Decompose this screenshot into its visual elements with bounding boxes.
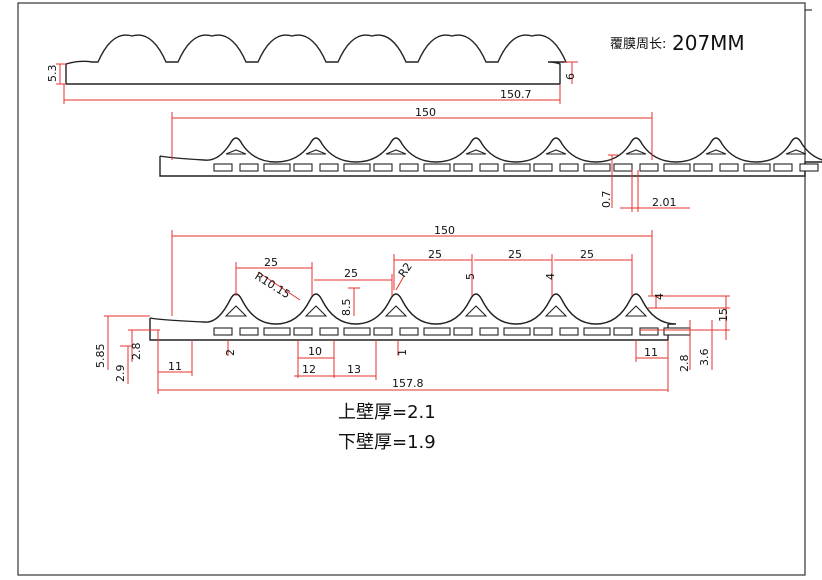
dim-mid-width: 150 bbox=[415, 106, 436, 119]
dim-top-left-height: 5.3 bbox=[46, 65, 59, 83]
dim-total-width: 157.8 bbox=[392, 377, 424, 390]
dim-pitch-2: 25 bbox=[344, 267, 358, 280]
dim-top-right-height: 6 bbox=[564, 73, 577, 80]
dim-pitch-5: 25 bbox=[580, 248, 594, 261]
dim-center-height: 8.5 bbox=[340, 299, 353, 317]
dim-right-15: 15 bbox=[717, 308, 730, 322]
dim-right-3-6: 3.6 bbox=[698, 349, 711, 367]
dim-left-2-9: 2.9 bbox=[114, 365, 127, 383]
dim-right-2-8: 2.8 bbox=[678, 355, 691, 373]
dim-mid-gap-height: 0.7 bbox=[600, 191, 613, 209]
dim-radius-large: R10.15 bbox=[252, 270, 292, 302]
dim-pitch-4: 25 bbox=[508, 248, 522, 261]
dim-mid-gap-width: 2.01 bbox=[652, 196, 677, 209]
dim-bot-width: 150 bbox=[434, 224, 455, 237]
dim-width-10: 10 bbox=[308, 345, 322, 358]
dim-left-5-85: 5.85 bbox=[94, 344, 107, 369]
upper-wall-thickness: 上壁厚=2.1 bbox=[338, 402, 436, 423]
dim-radius-small: R2 bbox=[396, 260, 415, 279]
dim-bottom-1: 1 bbox=[396, 349, 409, 356]
dim-small-5: 5 bbox=[464, 273, 477, 280]
film-perimeter-value: 207MM bbox=[672, 31, 745, 55]
bottom-profile bbox=[149, 293, 691, 341]
top-profile bbox=[65, 34, 568, 85]
drawing-frame bbox=[17, 2, 806, 576]
dim-bottom-2: 2 bbox=[224, 349, 237, 356]
dim-right-4: 4 bbox=[653, 293, 666, 300]
middle-profile bbox=[159, 137, 822, 177]
dim-small-4: 4 bbox=[544, 273, 557, 280]
dim-top-width: 150.7 bbox=[500, 88, 532, 101]
film-perimeter-label: 覆膜周长: bbox=[610, 37, 666, 52]
dim-width-12: 12 bbox=[302, 363, 316, 376]
dim-width-13: 13 bbox=[347, 363, 361, 376]
middle-dimensions: 150 0.7 2.01 bbox=[171, 106, 690, 212]
dim-pitch-1: 25 bbox=[264, 256, 278, 269]
dim-right-11: 11 bbox=[644, 346, 658, 359]
top-dimensions: 5.3 6 150.7 bbox=[46, 61, 578, 104]
dim-pitch-3: 25 bbox=[428, 248, 442, 261]
dim-left-11: 11 bbox=[168, 360, 182, 373]
dim-left-2-8: 2.8 bbox=[130, 343, 143, 361]
lower-wall-thickness: 下壁厚=1.9 bbox=[338, 432, 436, 453]
